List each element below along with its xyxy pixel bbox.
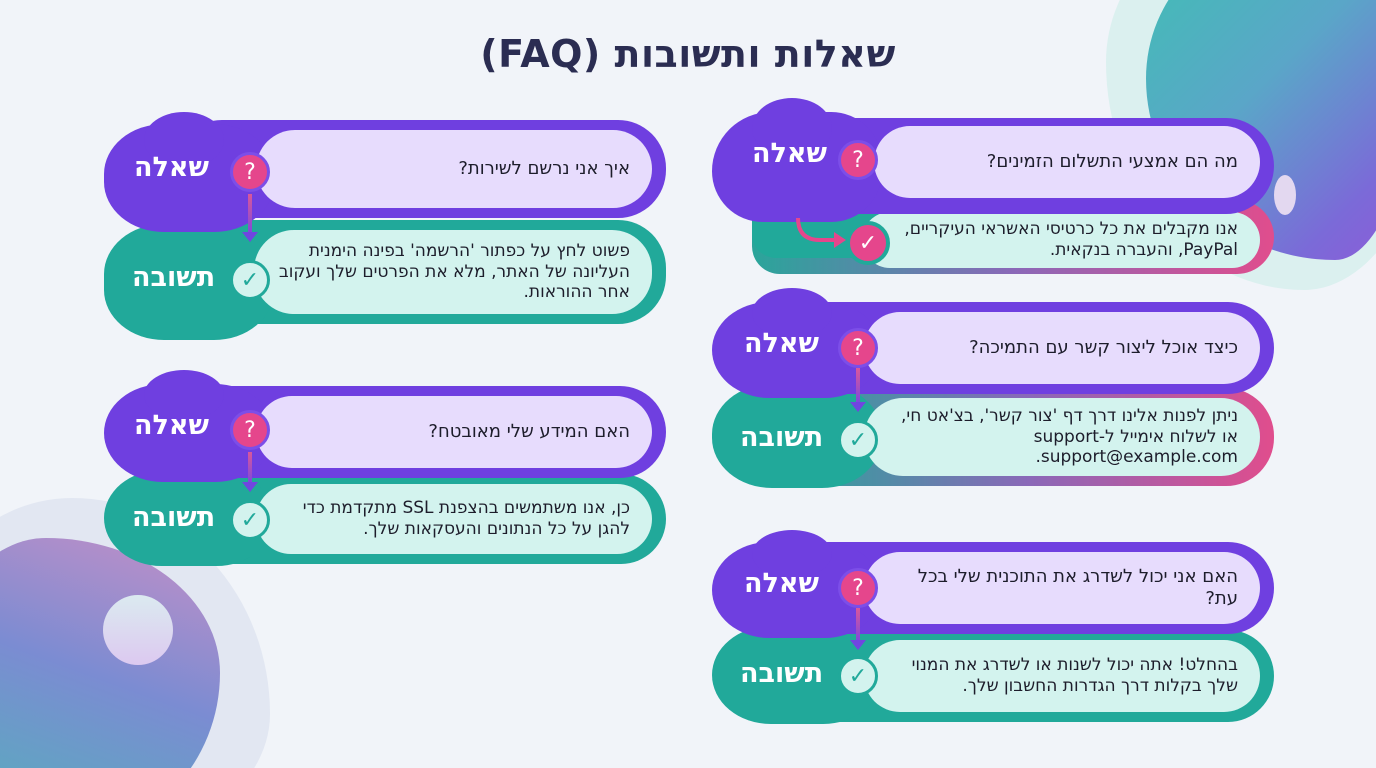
answer-text: כן, אנו משתמשים בהצפנת SSL מתקדמת כדי לה… [302,498,630,539]
question-text: איך אני נרשם לשירות? [458,157,630,179]
question-mark-icon: ? [230,410,270,450]
arrow-connector [856,608,860,642]
question-text-box: איך אני נרשם לשירות? [256,130,652,208]
answer-text-box: ניתן לפנות אלינו דרך דף 'צור קשר', בצ'אט… [864,398,1260,476]
decorative-bubble [103,595,173,665]
blob-bump [752,530,832,578]
faq-card-payment-methods: אנו מקבלים את כל כרטיסי האשראי העיקריים,… [712,98,1274,278]
faq-card-registration: פשוט לחץ על כפתור 'הרשמה' בפינה הימנית ה… [104,112,666,342]
question-text: מה הם אמצעי התשלום הזמינים? [986,150,1238,172]
question-mark-icon: ? [838,568,878,608]
question-label: שאלה [744,328,820,359]
answer-label: תשובה [132,262,216,293]
question-mark-icon: ? [838,328,878,368]
check-icon: ✓ [838,656,878,696]
decorative-bubble-small [1274,175,1296,215]
question-text: האם המידע שלי מאובטח? [428,420,630,442]
answer-text: פשוט לחץ על כפתור 'הרשמה' בפינה הימנית ה… [278,240,630,303]
answer-label: תשובה [740,422,824,453]
answer-text: אנו מקבלים את כל כרטיסי האשראי העיקריים,… [904,219,1238,260]
blob-bump [144,112,224,168]
blob-bump [752,288,832,338]
question-text: האם אני יכול לשדרג את התוכנית שלי בכל עת… [917,565,1238,610]
faq-card-upgrade-plan: בהחלט! אתה יכול לשנות או לשדרג את המנוי … [712,530,1274,730]
answer-text-box: בהחלט! אתה יכול לשנות או לשדרג את המנוי … [864,640,1260,712]
question-mark-icon: ? [230,152,270,192]
question-label: שאלה [744,568,820,599]
arrow-connector [856,368,860,404]
question-label: שאלה [752,138,828,169]
question-text-box: כיצד אוכל ליצור קשר עם התמיכה? [864,312,1260,384]
question-text-box: מה הם אמצעי התשלום הזמינים? [874,126,1260,198]
arrow-head-icon [850,640,866,650]
answer-label: תשובה [740,658,824,689]
blob-bump [752,98,832,158]
question-text-box: האם המידע שלי מאובטח? [256,396,652,468]
check-icon: ✓ [838,420,878,460]
arrow-head-icon [850,402,866,412]
check-icon: ✓ [846,221,890,265]
answer-label: תשובה [132,502,216,533]
check-icon: ✓ [230,260,270,300]
answer-text-box: פשוט לחץ על כפתור 'הרשמה' בפינה הימנית ה… [254,230,652,314]
question-label: שאלה [134,152,210,183]
question-text-box: האם אני יכול לשדרג את התוכנית שלי בכל עת… [864,552,1260,624]
question-mark-icon: ? [838,140,878,180]
curved-arrow-icon [796,218,846,248]
faq-card-contact-support: ניתן לפנות אלינו דרך דף 'צור קשר', בצ'אט… [712,288,1274,488]
question-label: שאלה [134,410,210,441]
page-title: שאלות ותשובות (FAQ) [480,32,896,76]
arrow-connector [248,452,252,484]
arrow-head-icon [242,232,258,242]
faq-card-data-security: כן, אנו משתמשים בהצפנת SSL מתקדמת כדי לה… [104,370,666,570]
answer-text-box: כן, אנו משתמשים בהצפנת SSL מתקדמת כדי לה… [256,484,652,554]
answer-text: ניתן לפנות אלינו דרך דף 'צור קשר', בצ'אט… [900,405,1238,468]
arrow-head-icon [242,482,258,492]
decorative-wave-bottom-left [0,538,220,768]
answer-text: בהחלט! אתה יכול לשנות או לשדרג את המנוי … [911,655,1238,696]
check-icon: ✓ [230,500,270,540]
arrow-connector [248,194,252,236]
question-text: כיצד אוכל ליצור קשר עם התמיכה? [969,336,1238,358]
blob-bump [144,370,224,420]
answer-text-box: אנו מקבלים את כל כרטיסי האשראי העיקריים,… [862,212,1260,268]
